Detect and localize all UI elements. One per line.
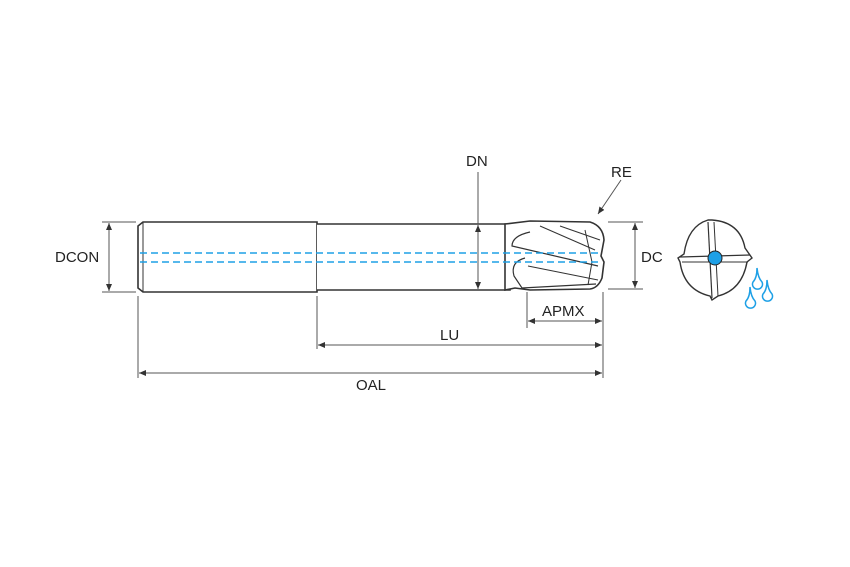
dc-label: DC: [641, 249, 663, 266]
oal-label: OAL: [356, 377, 386, 394]
dn-label: DN: [466, 153, 488, 170]
end-view-icon: [677, 219, 753, 302]
lu-label: LU: [440, 327, 459, 344]
coolant-drops-icon: [744, 267, 774, 309]
shank: [137, 221, 318, 293]
neck: [317, 223, 511, 291]
apmx-label: APMX: [542, 303, 585, 320]
dcon-label: DCON: [55, 249, 99, 266]
re-label: RE: [611, 164, 632, 181]
tool-body: [137, 220, 605, 293]
